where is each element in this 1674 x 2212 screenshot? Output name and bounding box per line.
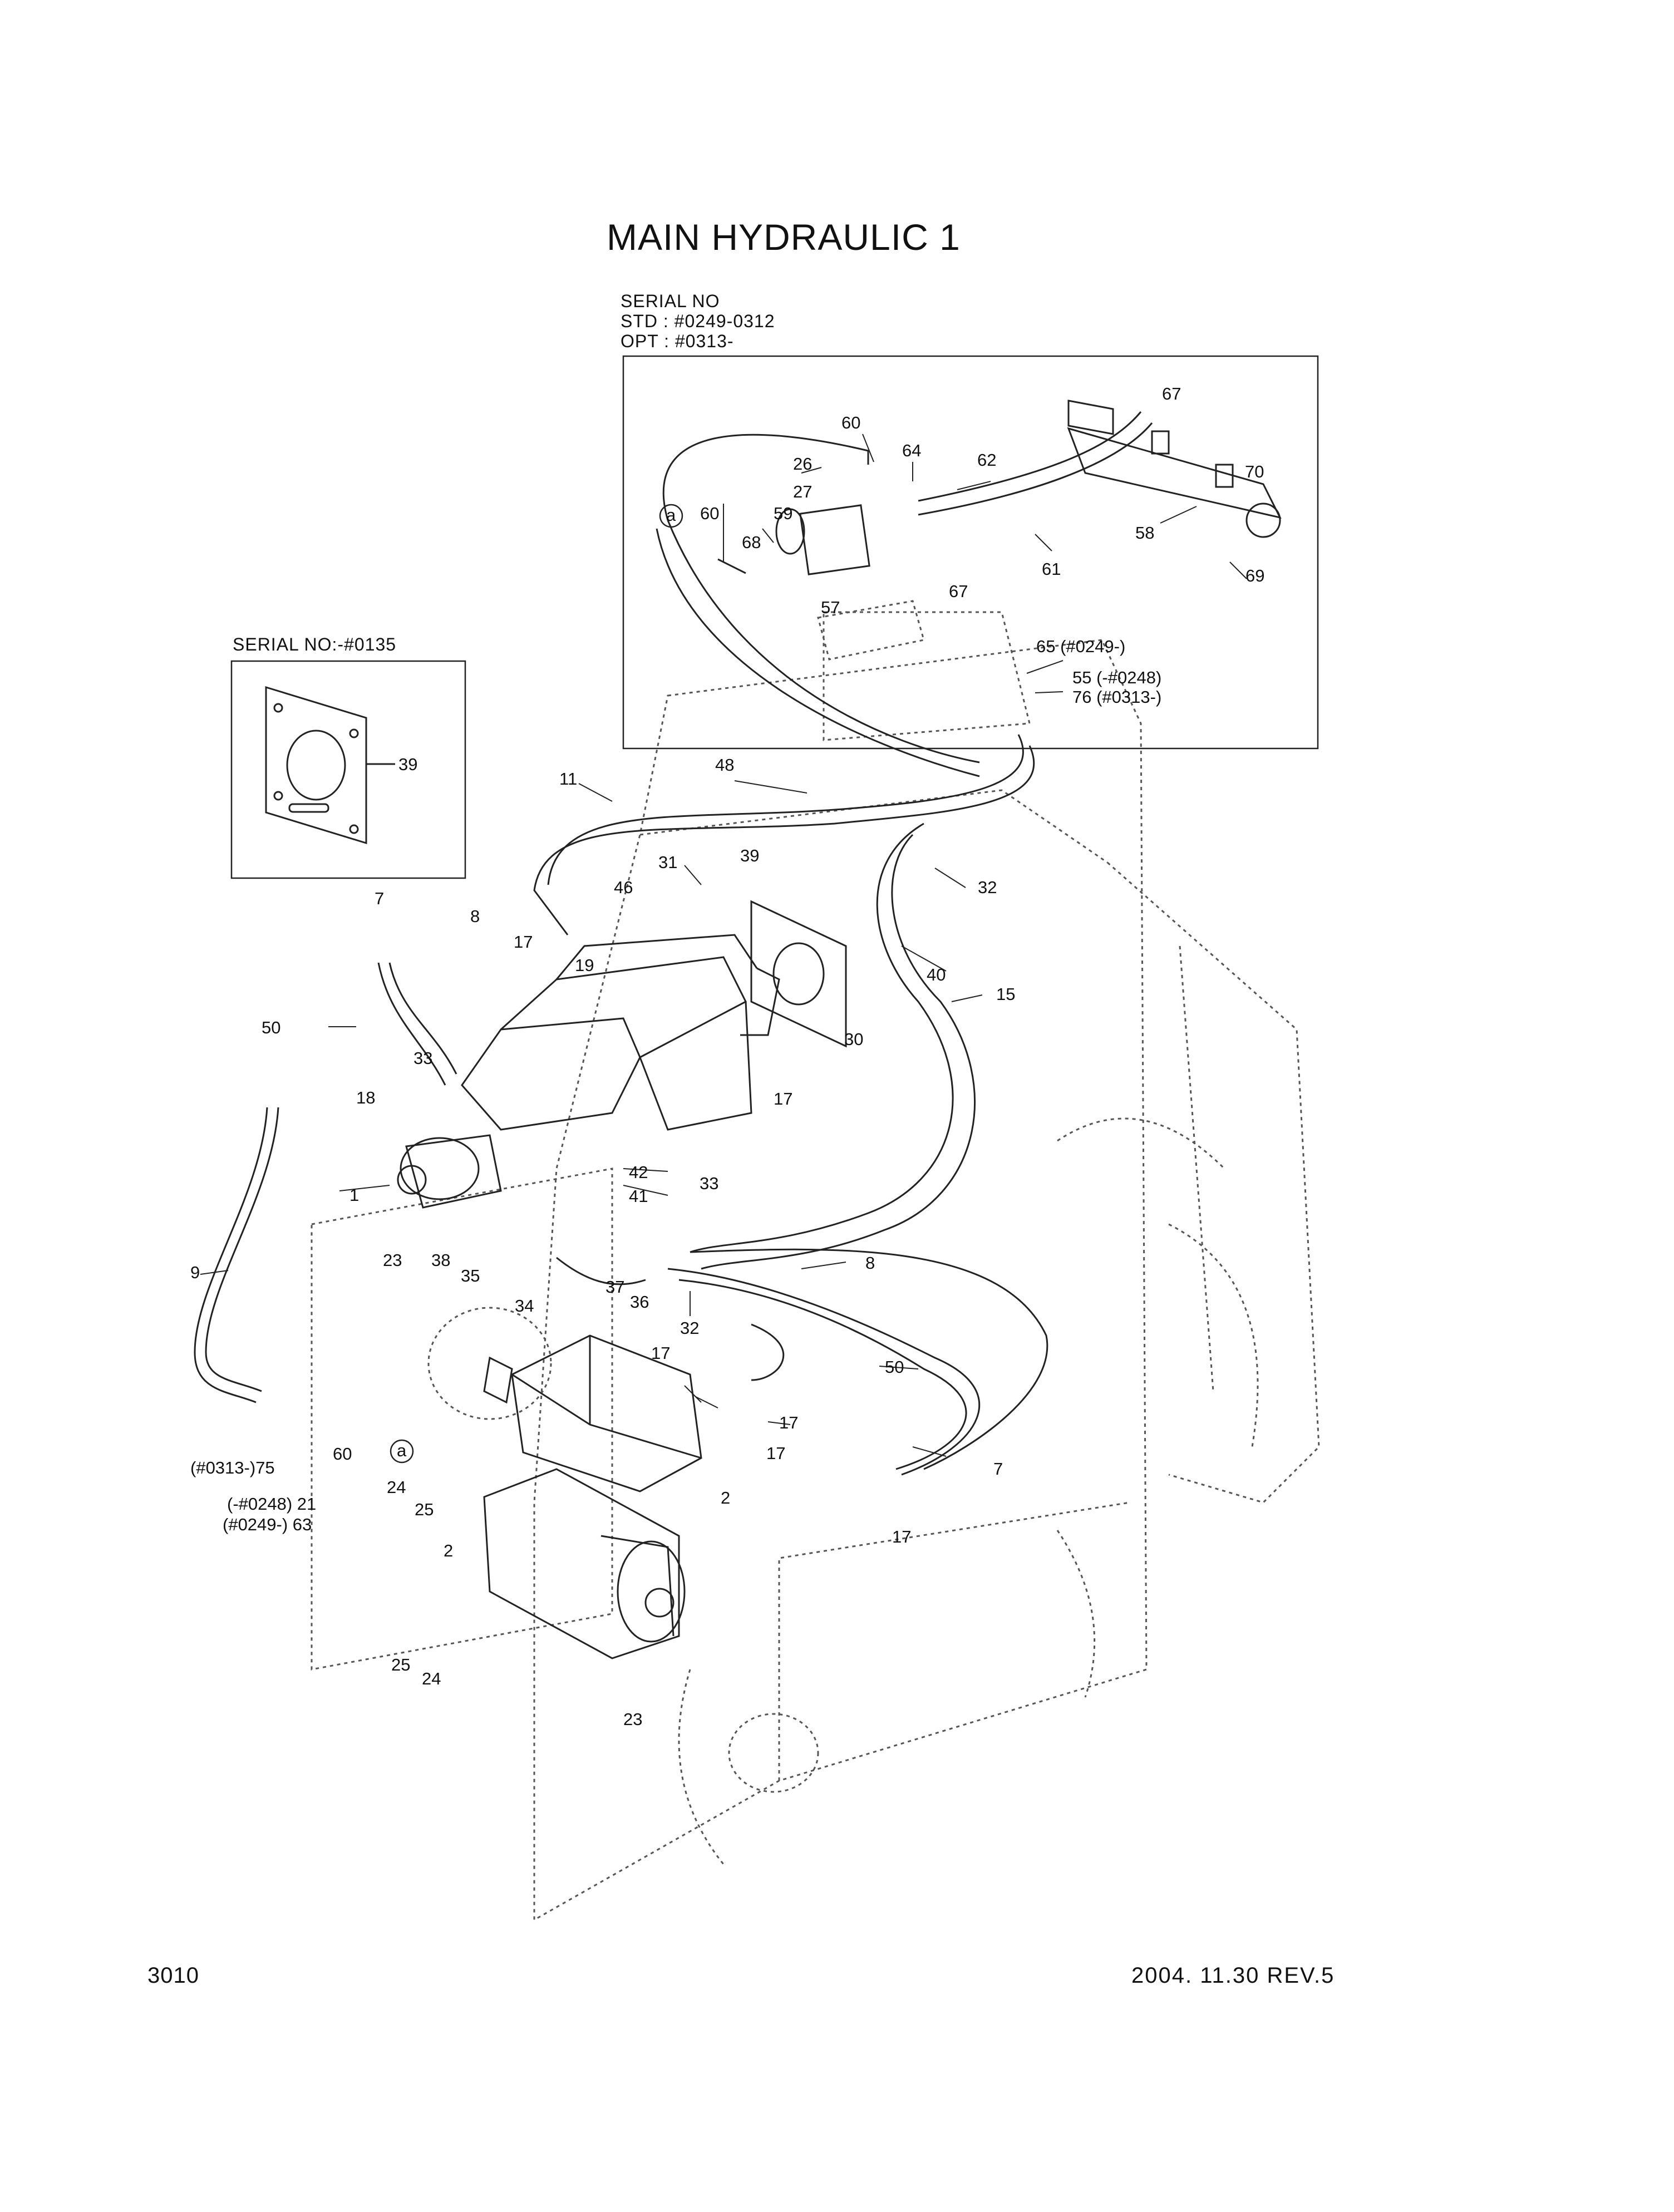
callout-30: 30 (844, 1029, 863, 1049)
callout-64: 64 (902, 441, 921, 460)
callout-57: 57 (821, 598, 840, 617)
callout-2a: 2 (721, 1488, 730, 1507)
callout-60a: 60 (841, 413, 860, 432)
callout-17f: 17 (892, 1527, 911, 1546)
machine-frame-outline (311, 611, 1320, 1922)
callout-32b: 32 (680, 1318, 699, 1338)
callout-2b: 2 (444, 1541, 453, 1560)
callout-42: 42 (629, 1162, 648, 1182)
reference-a-lower: a (397, 1441, 407, 1460)
callout-1: 1 (349, 1185, 359, 1205)
callout-15: 15 (996, 984, 1015, 1004)
reference-a-top: a (666, 505, 676, 525)
callout-48: 48 (715, 755, 734, 775)
callout-65: 65 (#0249-) (1036, 637, 1125, 656)
callout-67b: 67 (949, 582, 968, 601)
callout-67a: 67 (1162, 384, 1181, 403)
callout-34: 34 (515, 1296, 534, 1316)
callout-41: 41 (629, 1186, 648, 1206)
callout-11: 11 (559, 769, 577, 789)
callout-31: 31 (658, 853, 677, 872)
reference-a-marker-lower (390, 1439, 414, 1464)
gear-pump-lower (483, 1468, 686, 1659)
callout-17e: 17 (766, 1444, 785, 1463)
callout-35: 35 (461, 1266, 480, 1285)
inset-serial-label: SERIAL NO:-#0135 (233, 634, 397, 654)
callout-68: 68 (742, 533, 761, 552)
serial-heading: SERIAL NO (621, 291, 720, 311)
callout-23b: 23 (623, 1710, 642, 1729)
callout-17c: 17 (651, 1343, 670, 1363)
callout-40: 40 (927, 965, 946, 984)
serial-std: STD : #0249-0312 (621, 311, 775, 331)
callout-17a: 17 (514, 932, 533, 952)
callout-33a: 33 (413, 1048, 432, 1068)
callout-39b: 39 (740, 846, 759, 865)
date-revision: 2004. 11.30 REV.5 (1131, 1963, 1335, 1988)
callout-26: 26 (793, 454, 812, 474)
gear-pump-upper (483, 1334, 702, 1492)
callout-61: 61 (1042, 559, 1061, 579)
callout-9: 9 (190, 1263, 200, 1282)
callout-70: 70 (1245, 462, 1264, 481)
callout-7a: 7 (375, 889, 384, 908)
callout-38: 38 (431, 1250, 450, 1270)
callout-46: 46 (614, 878, 633, 897)
callout-18: 18 (356, 1088, 375, 1107)
pilot-valve-assembly (656, 400, 1282, 777)
callout-69: 69 (1245, 566, 1264, 585)
page-title: MAIN HYDRAULIC 1 (607, 216, 961, 258)
mounting-bracket (750, 900, 847, 1048)
callout-8a: 8 (470, 907, 480, 926)
callout-33b: 33 (700, 1174, 718, 1193)
inset-plate (265, 686, 395, 845)
callout-8b: 8 (865, 1253, 875, 1273)
callout-23a: 23 (383, 1250, 402, 1270)
callout-27: 27 (793, 482, 812, 501)
main-pump (397, 934, 780, 1209)
inset-frame (230, 660, 466, 879)
page-number: 3010 (147, 1963, 199, 1988)
callout-32a: 32 (978, 878, 997, 897)
callout-25b: 25 (391, 1655, 410, 1674)
callout-36: 36 (630, 1292, 649, 1312)
serial-detail-frame (622, 355, 1319, 750)
callout-39a: 39 (398, 755, 417, 774)
callout-24a: 24 (387, 1477, 406, 1497)
callout-58: 58 (1135, 523, 1154, 543)
serial-opt: OPT : #0313- (621, 331, 734, 351)
hose-lines (194, 734, 1048, 1476)
callout-7b: 7 (993, 1459, 1003, 1479)
callout-55: 55 (-#0248) (1072, 668, 1161, 687)
leader-lines (200, 433, 1247, 1457)
callout-labels: 60 26 64 62 27 59 60 a 68 57 67 67 70 58… (190, 384, 1264, 1729)
callout-19: 19 (575, 955, 594, 975)
callout-60c: 60 (333, 1444, 352, 1464)
callout-37: 37 (605, 1277, 624, 1297)
callout-17d: 17 (779, 1413, 798, 1432)
callout-50b: 50 (885, 1357, 904, 1377)
callout-25a: 25 (415, 1500, 434, 1519)
callout-75: (#0313-)75 (190, 1458, 275, 1477)
serial-no-block: SERIAL NO STD : #0249-0312 OPT : #0313- (621, 291, 775, 351)
callout-59: 59 (774, 504, 792, 523)
callout-24b: 24 (422, 1669, 441, 1688)
callout-60b: 60 (700, 504, 719, 523)
callout-50a: 50 (262, 1018, 280, 1037)
callout-21: (-#0248) 21 (227, 1494, 316, 1514)
callout-17b: 17 (774, 1089, 792, 1109)
callout-62: 62 (977, 450, 996, 470)
callout-63: (#0249-) 63 (223, 1515, 312, 1534)
reference-a-marker (659, 504, 683, 528)
callout-76: 76 (#0313-) (1072, 687, 1161, 707)
